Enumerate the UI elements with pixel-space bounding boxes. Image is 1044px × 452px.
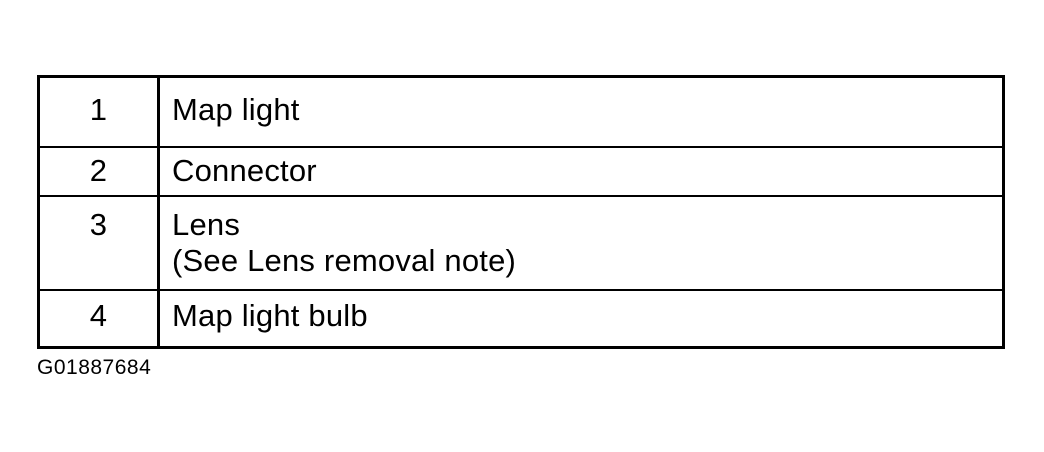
item-description: Map light bulb	[157, 289, 1005, 349]
item-description: Map light	[157, 75, 1005, 148]
table-row: 4 Map light bulb	[37, 289, 1005, 349]
item-description-line: Connector	[172, 153, 317, 188]
item-number: 2	[37, 146, 160, 197]
item-description-line: Lens	[172, 207, 241, 242]
figure-id: G01887684	[37, 356, 152, 379]
item-description: Lens (See Lens removal note)	[157, 195, 1005, 291]
table-row: 2 Connector	[37, 146, 1005, 197]
item-description-note: (See Lens removal note)	[172, 243, 517, 278]
legend-table: 1 Map light 2 Connector 3 Lens (See Lens…	[37, 75, 1005, 349]
table-row: 3 Lens (See Lens removal note)	[37, 195, 1005, 291]
item-description-line: Map light bulb	[172, 298, 368, 333]
item-description: Connector	[157, 146, 1005, 197]
item-number: 1	[37, 75, 160, 148]
item-number: 4	[37, 289, 160, 349]
item-description-line: Map light	[172, 92, 300, 127]
item-number: 3	[37, 195, 160, 291]
table-row: 1 Map light	[37, 75, 1005, 148]
